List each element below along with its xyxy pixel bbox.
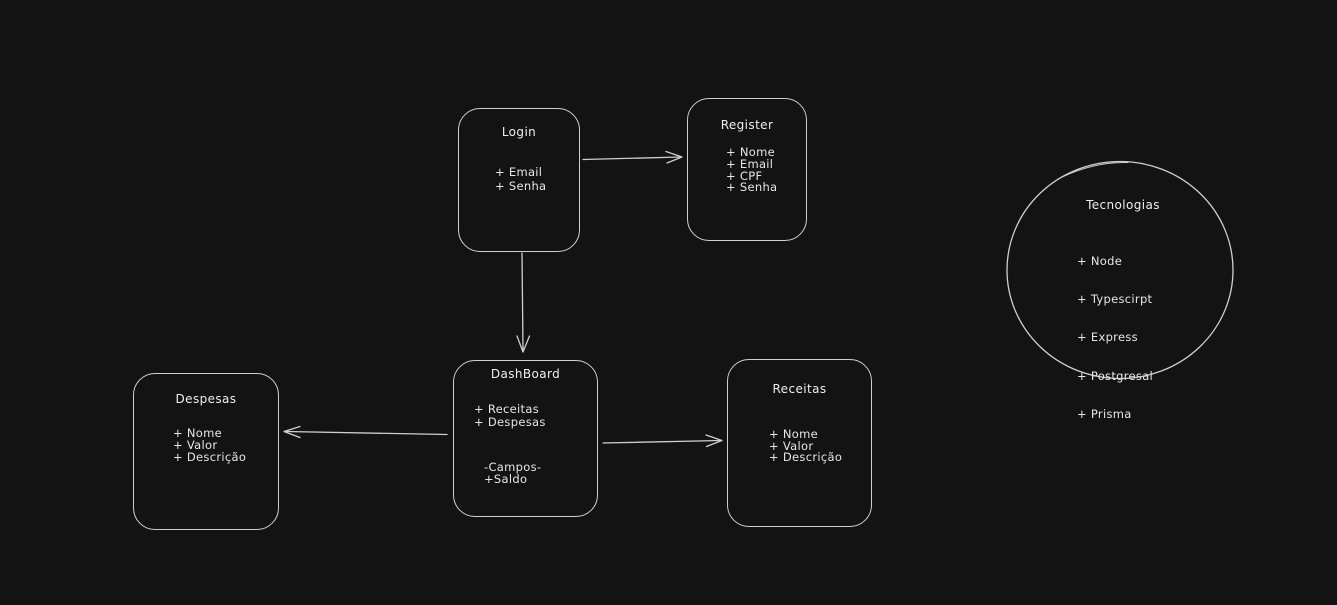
field-item: + Despesas	[474, 414, 546, 429]
tecnologias-list: + Node + Typescirpt + Express + Postgres…	[1077, 229, 1153, 447]
tecnologias-title: Tecnologias	[1086, 198, 1160, 212]
arrow-dashboard-receitas[interactable]	[602, 434, 723, 448]
field-item: + Descrição	[769, 450, 843, 464]
field-item: + Email	[495, 165, 543, 179]
node-login[interactable]: Login + Email + Senha	[458, 108, 580, 252]
node-dashboard[interactable]: DashBoard + Receitas + Despesas -Campos-…	[453, 360, 598, 517]
field-item: -Campos-	[484, 460, 542, 474]
tech-item: + Node	[1077, 253, 1123, 268]
tech-item: + Prisma	[1077, 407, 1132, 422]
field-item: + Valor	[769, 438, 814, 453]
node-login-title: Login	[501, 125, 537, 139]
field-item: +Saldo	[484, 472, 528, 486]
node-login-fields: + Email + Senha	[495, 165, 546, 193]
tecnologias-circle-sketch-overlap	[1061, 161, 1129, 178]
field-item: + Descrição	[173, 449, 247, 464]
tech-item: + Express	[1077, 330, 1138, 345]
arrow-login-register[interactable]	[582, 150, 683, 164]
node-dashboard-fields: + Receitas + Despesas	[474, 403, 546, 428]
field-item: + Nome	[726, 145, 776, 159]
node-despesas-fields: + Nome + Valor + Descrição	[173, 426, 247, 464]
field-item: + Receitas	[474, 402, 539, 416]
tech-item: + Postgresal	[1077, 368, 1154, 383]
arrow-dashboard-despesas[interactable]	[283, 425, 448, 439]
node-receitas-fields: + Nome + Valor + Descrição	[769, 427, 843, 464]
field-item: + Nome	[769, 427, 819, 441]
node-register[interactable]: Register + Nome + Email + CPF + Senha	[687, 98, 807, 241]
arrow-login-dashboard[interactable]	[516, 252, 531, 353]
field-item: + Senha	[495, 179, 547, 193]
tech-item: + Typescirpt	[1077, 291, 1153, 306]
node-receitas[interactable]: Receitas + Nome + Valor + Descrição	[727, 359, 872, 527]
field-item: + Senha	[726, 180, 778, 195]
tecnologias-circle[interactable]	[1006, 160, 1234, 380]
node-dashboard-campos: -Campos- +Saldo	[484, 461, 541, 485]
node-despesas-title: Despesas	[175, 392, 237, 406]
node-receitas-title: Receitas	[772, 382, 827, 396]
node-despesas[interactable]: Despesas + Nome + Valor + Descrição	[133, 373, 279, 530]
field-item: + Valor	[173, 437, 218, 452]
field-item: + CPF	[726, 168, 763, 183]
node-register-fields: + Nome + Email + CPF + Senha	[726, 145, 778, 195]
field-item: + Email	[726, 156, 774, 171]
node-dashboard-title: DashBoard	[490, 367, 561, 381]
node-register-title: Register	[720, 118, 774, 132]
field-item: + Nome	[173, 426, 223, 440]
